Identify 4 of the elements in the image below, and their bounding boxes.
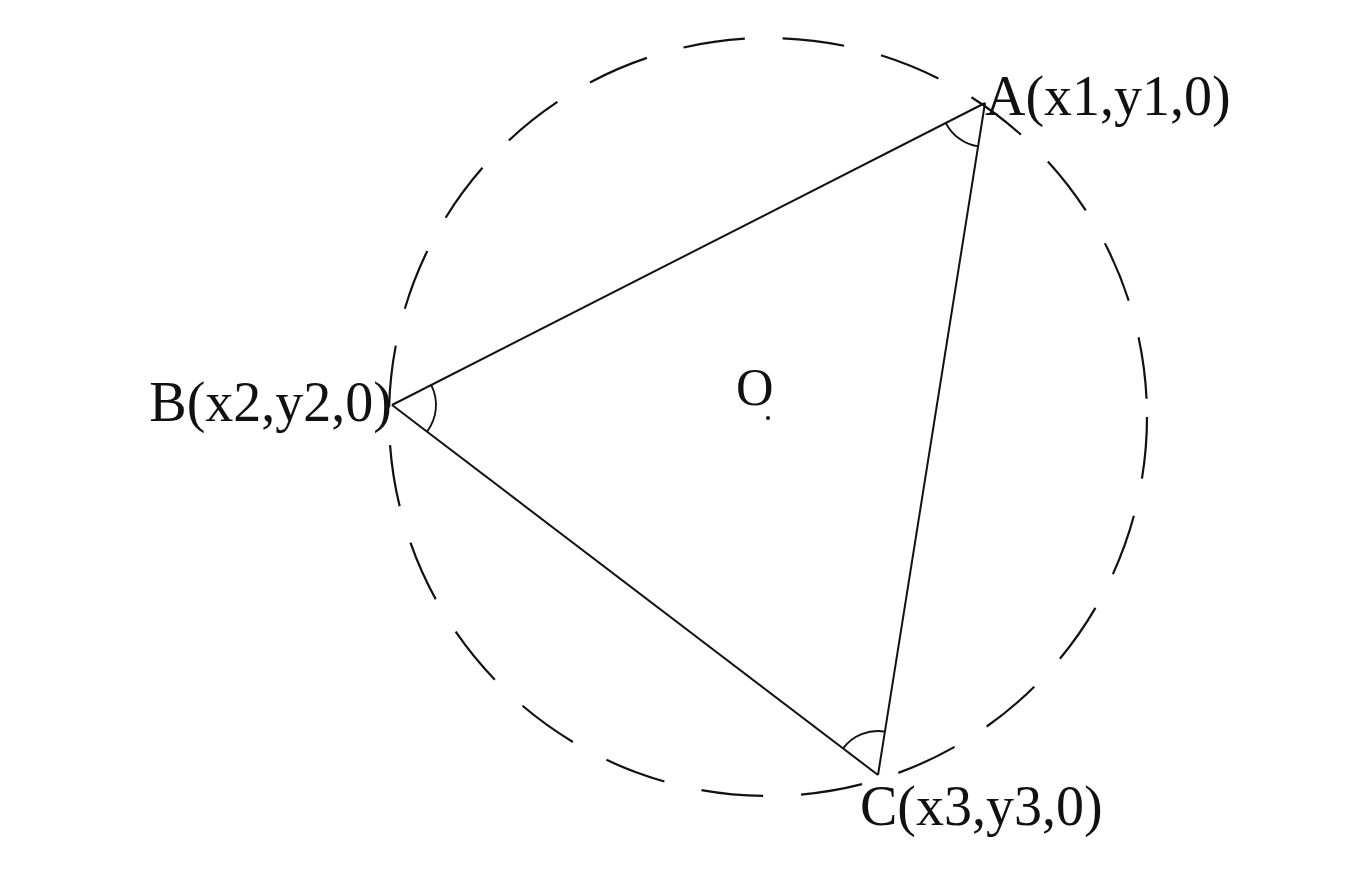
- center-label: O: [736, 362, 774, 414]
- triangle-side: [391, 404, 879, 776]
- triangle-side: [877, 102, 986, 776]
- triangle-side: [391, 102, 986, 406]
